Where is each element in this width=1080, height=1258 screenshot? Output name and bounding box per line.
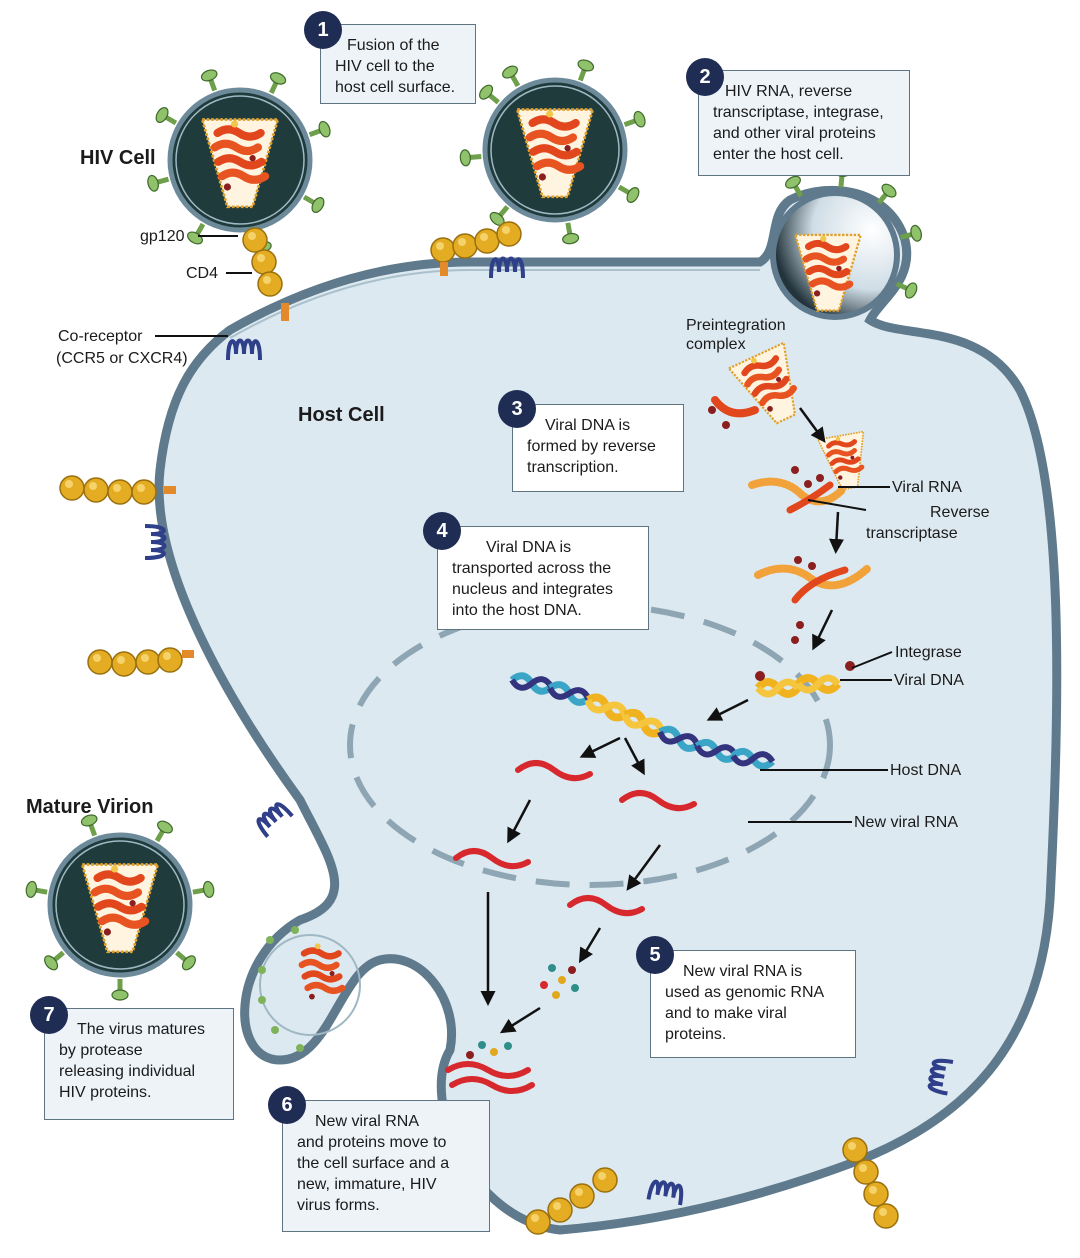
step-1-box: Fusion of the HIV cell to the host cell … [320,24,476,104]
cd4-receptor [242,227,289,321]
step-4-text: into the host DNA. [452,602,582,619]
reverse-transcriptase-label: Reverse [930,504,990,521]
step-6-text: the cell surface and a [297,1155,450,1172]
step-2-text: enter the host cell. [713,146,844,163]
step-3-badge: 3 [498,390,536,428]
cd4-label: CD4 [186,265,219,282]
step-7-text: by protease [59,1042,143,1059]
step-7-text: HIV proteins. [59,1084,152,1101]
step-3-text: transcription. [527,459,619,476]
cd4-receptor [59,475,899,1235]
step-3-text: formed by reverse [527,438,656,455]
step-5-text: and to make viral [665,1005,787,1022]
step-6-badge: 6 [268,1086,306,1124]
co-receptor [253,799,295,839]
cd4-receptor [430,221,522,276]
host-cell-label: Host Cell [298,404,385,426]
docked-virion [459,57,648,246]
reverse-transcriptase-label-line2: transcriptase [866,525,958,542]
gp120-label: gp120 [140,228,185,245]
step-1-text: Fusion of the [347,37,440,54]
step-2-text: transcriptase, integrase, [713,104,884,121]
host-dna-label: Host DNA [890,762,962,779]
coreceptor-label: Co-receptor [58,328,143,345]
step-6-box: New viral RNA and proteins move to the c… [282,1100,490,1232]
step-1-text: host cell surface. [335,79,456,96]
step-2-badge: 2 [686,58,724,96]
step-5-text: used as genomic RNA [665,984,825,1001]
flow-arrows [480,407,844,1034]
preintegration-complex [708,343,813,432]
step-7-text: releasing individual [59,1063,196,1080]
step-5-box: New viral RNA is used as genomic RNA and… [650,950,856,1058]
viral-proteins [540,964,579,999]
assembling-virion [445,1041,535,1094]
step-5-text: New viral RNA is [683,963,803,980]
step-6-text: virus forms. [297,1197,380,1214]
step-4-text: Viral DNA is [486,539,572,556]
hiv-cell-label: HIV Cell [80,147,156,169]
co-receptor [143,524,167,560]
immature-virion [258,926,361,1052]
new-viral-rna-label: New viral RNA [854,814,959,831]
step-2-box: HIV RNA, reverse transcriptase, integras… [698,70,910,176]
step-1-badge: 1 [304,11,342,49]
step-7-box: The virus matures by protease releasing … [44,1008,234,1120]
step-4-box: Viral DNA is transported across the nucl… [437,526,649,630]
leader-lines [155,235,893,823]
step-7-badge: 7 [30,996,68,1034]
step-2-text: and other viral proteins [713,125,876,142]
step-2-text: HIV RNA, reverse [725,83,853,100]
step-3-box: Viral DNA is formed by reverse transcrip… [512,404,684,492]
step-6-text: new, immature, HIV [297,1176,437,1193]
step-6-text: New viral RNA [315,1113,420,1130]
step-5-text: proteins. [665,1026,727,1043]
viral-rna-label: Viral RNA [892,479,962,496]
step-4-text: transported across the [452,560,612,577]
viral-dna-label: Viral DNA [894,672,964,689]
step-7-text: The virus matures [77,1021,206,1038]
reverse-transcription [748,432,873,514]
coreceptor-label-line2: (CCR5 or CXCR4) [56,350,188,367]
step-4-text: nucleus and integrates [452,581,613,598]
preintegration-label: Preintegration [686,317,786,334]
step-5-badge: 5 [636,936,674,974]
mature-virion [24,812,216,1001]
step-3-text: Viral DNA is [545,417,631,434]
hiv-virion [145,67,333,255]
step-4-badge: 4 [423,512,461,550]
step-1-text: HIV cell to the [335,58,435,75]
preintegration-label-line2: complex [686,336,746,353]
nucleus-outline [347,602,833,888]
integrase-label: Integrase [895,644,962,661]
dna-synthesis [754,556,872,644]
mature-virion-label: Mature Virion [26,796,154,818]
entering-virion [770,165,924,320]
step-6-text: and proteins move to [297,1134,447,1151]
